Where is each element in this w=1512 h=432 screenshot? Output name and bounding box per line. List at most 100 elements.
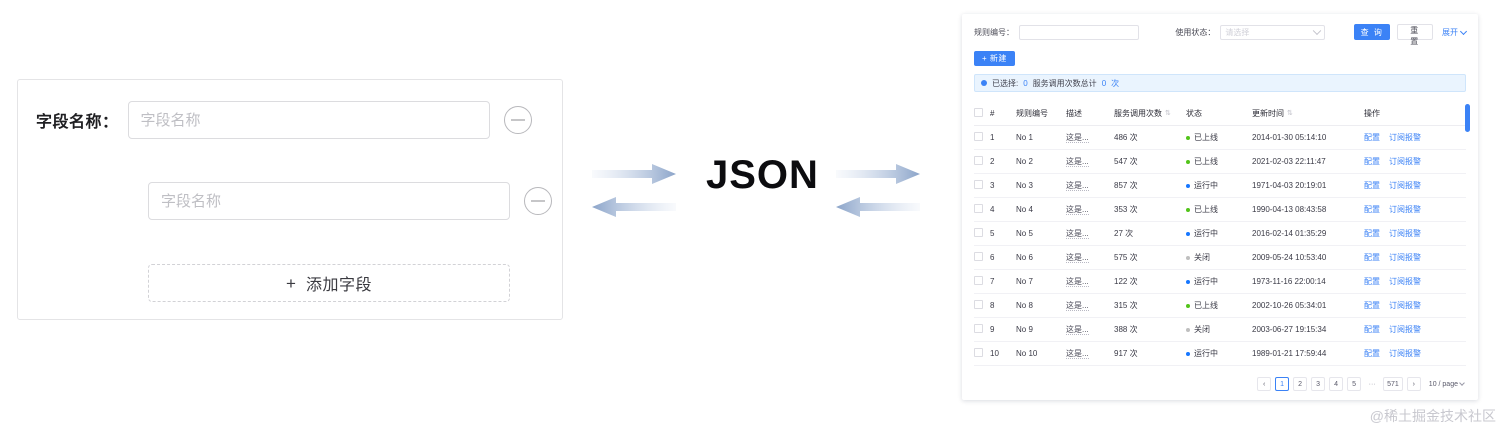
row-select-cell[interactable] <box>974 173 990 198</box>
cell-desc[interactable]: 这是... <box>1066 293 1114 318</box>
field-name-input-1[interactable] <box>127 101 490 139</box>
row-select-cell[interactable] <box>974 293 990 318</box>
desc-tooltip-trigger[interactable]: 这是... <box>1066 349 1089 359</box>
status-text: 已上线 <box>1194 157 1218 166</box>
th-select-all[interactable] <box>974 102 990 126</box>
op-link[interactable]: 配置 <box>1364 253 1380 262</box>
desc-tooltip-trigger[interactable]: 这是... <box>1066 229 1089 239</box>
op-link[interactable]: 配置 <box>1364 301 1380 310</box>
row-checkbox[interactable] <box>974 276 983 285</box>
op-link[interactable]: 配置 <box>1364 349 1380 358</box>
pagination-prev[interactable]: ‹ <box>1257 377 1272 391</box>
op-link[interactable]: 配置 <box>1364 205 1380 214</box>
th-time-label: 更新时间 <box>1252 109 1284 118</box>
reset-button[interactable]: 重 置 <box>1397 24 1433 46</box>
expand-link[interactable]: 展开 <box>1442 27 1468 38</box>
cell-desc[interactable]: 这是... <box>1066 197 1114 222</box>
status-text: 关闭 <box>1194 325 1210 334</box>
desc-tooltip-trigger[interactable]: 这是... <box>1066 181 1089 191</box>
cell-calls: 857 次 <box>1114 173 1186 198</box>
op-link[interactable]: 配置 <box>1364 181 1380 190</box>
row-select-cell[interactable] <box>974 221 990 246</box>
desc-tooltip-trigger[interactable]: 这是... <box>1066 133 1089 143</box>
desc-tooltip-trigger[interactable]: 这是... <box>1066 277 1089 287</box>
cell-desc[interactable]: 这是... <box>1066 269 1114 294</box>
cell-rule-no: No 3 <box>1016 173 1066 198</box>
sort-icon[interactable]: ⇅ <box>1165 110 1171 118</box>
cell-desc[interactable]: 这是... <box>1066 245 1114 270</box>
new-rule-button[interactable]: + 新建 <box>974 51 1015 66</box>
op-link[interactable]: 配置 <box>1364 157 1380 166</box>
add-field-button[interactable]: + 添加字段 <box>148 264 510 302</box>
arrow-left-bottom-right <box>836 196 920 218</box>
desc-tooltip-trigger[interactable]: 这是... <box>1066 301 1089 311</box>
row-checkbox[interactable] <box>974 156 983 165</box>
row-checkbox[interactable] <box>974 204 983 213</box>
row-checkbox[interactable] <box>974 228 983 237</box>
cell-desc[interactable]: 这是... <box>1066 125 1114 150</box>
cell-desc[interactable]: 这是... <box>1066 173 1114 198</box>
op-link[interactable]: 配置 <box>1364 277 1380 286</box>
pagination-page-5[interactable]: 5 <box>1347 377 1362 391</box>
select-all-checkbox[interactable] <box>974 108 983 117</box>
cell-desc[interactable]: 这是... <box>1066 341 1114 366</box>
pagination-page-1[interactable]: 1 <box>1275 377 1290 391</box>
cell-desc[interactable]: 这是... <box>1066 221 1114 246</box>
op-link[interactable]: 订阅报警 <box>1389 133 1421 142</box>
op-link[interactable]: 订阅报警 <box>1389 181 1421 190</box>
row-select-cell[interactable] <box>974 341 990 366</box>
sort-icon[interactable]: ⇅ <box>1287 110 1293 118</box>
search-button[interactable]: 查 询 <box>1354 24 1390 40</box>
desc-tooltip-trigger[interactable]: 这是... <box>1066 205 1089 215</box>
row-checkbox[interactable] <box>974 180 983 189</box>
op-link[interactable]: 订阅报警 <box>1389 157 1421 166</box>
desc-tooltip-trigger[interactable]: 这是... <box>1066 325 1089 335</box>
cell-ops: 配置订阅报警 <box>1364 221 1466 246</box>
field-name-input-2[interactable] <box>148 182 510 220</box>
table-header-row: # 规则编号 描述 服务调用次数⇅ 状态 更新时间⇅ 操作 <box>974 102 1466 126</box>
pagination-page-3[interactable]: 3 <box>1311 377 1326 391</box>
desc-tooltip-trigger[interactable]: 这是... <box>1066 253 1089 263</box>
op-link[interactable]: 订阅报警 <box>1389 229 1421 238</box>
status-dot <box>1186 159 1190 164</box>
pagination-page-last[interactable]: 571 <box>1383 377 1403 391</box>
page-size-select[interactable]: 10 / page <box>1429 380 1465 388</box>
op-link[interactable]: 配置 <box>1364 325 1380 334</box>
cell-desc[interactable]: 这是... <box>1066 149 1114 174</box>
rule-no-input[interactable] <box>1019 24 1139 40</box>
row-select-cell[interactable] <box>974 317 990 342</box>
row-select-cell[interactable] <box>974 245 990 270</box>
row-checkbox[interactable] <box>974 132 983 141</box>
row-select-cell[interactable] <box>974 125 990 150</box>
row-checkbox[interactable] <box>974 348 983 357</box>
row-checkbox[interactable] <box>974 324 983 333</box>
op-link[interactable]: 订阅报警 <box>1389 253 1421 262</box>
row-checkbox[interactable] <box>974 252 983 261</box>
chevron-down-icon <box>1459 27 1468 35</box>
row-select-cell[interactable] <box>974 197 990 222</box>
row-select-cell[interactable] <box>974 149 990 174</box>
op-link[interactable]: 配置 <box>1364 229 1380 238</box>
cell-status: 运行中 <box>1186 221 1252 246</box>
th-time[interactable]: 更新时间⇅ <box>1252 102 1364 126</box>
pagination-next[interactable]: › <box>1406 377 1421 391</box>
minus-circle-icon-1[interactable] <box>503 106 532 134</box>
op-link[interactable]: 订阅报警 <box>1389 205 1421 214</box>
cell-desc[interactable]: 这是... <box>1066 317 1114 342</box>
th-calls[interactable]: 服务调用次数⇅ <box>1114 102 1186 126</box>
table-scrollbar-thumb[interactable] <box>1465 104 1470 132</box>
minus-circle-icon-2[interactable] <box>524 187 552 215</box>
row-select-cell[interactable] <box>974 269 990 294</box>
pagination-ellipsis[interactable]: ··· <box>1365 377 1380 391</box>
pagination-page-4[interactable]: 4 <box>1329 377 1344 391</box>
op-link[interactable]: 配置 <box>1364 133 1380 142</box>
desc-tooltip-trigger[interactable]: 这是... <box>1066 157 1089 167</box>
op-link[interactable]: 订阅报警 <box>1389 277 1421 286</box>
op-link[interactable]: 订阅报警 <box>1389 301 1421 310</box>
row-checkbox[interactable] <box>974 300 983 309</box>
op-link[interactable]: 订阅报警 <box>1389 325 1421 334</box>
pagination-page-2[interactable]: 2 <box>1293 377 1308 391</box>
status-select[interactable]: 请选择 <box>1220 24 1325 40</box>
op-link[interactable]: 订阅报警 <box>1389 349 1421 358</box>
